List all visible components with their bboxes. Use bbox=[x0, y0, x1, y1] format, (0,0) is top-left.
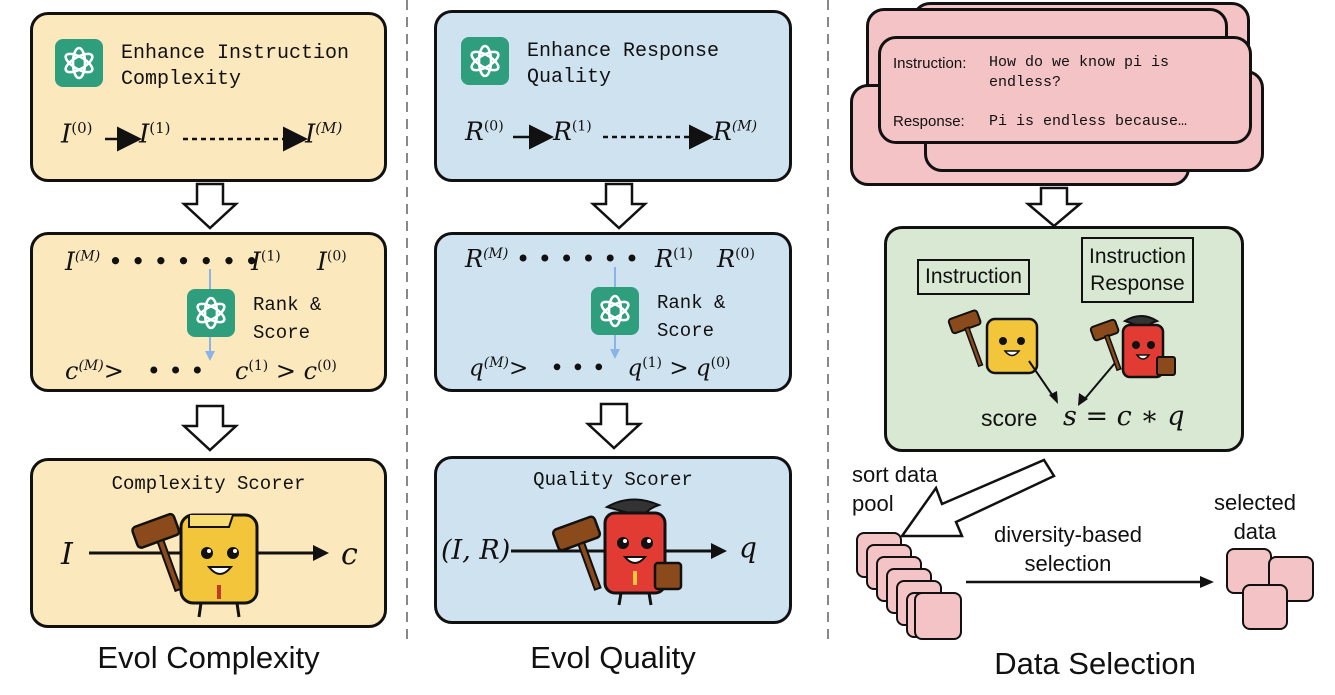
complexity-rank-seq-1: I(1) bbox=[251, 247, 281, 276]
quality-chain-M: R(M) bbox=[713, 117, 758, 146]
quality-scorer-input: (I, R) bbox=[441, 535, 511, 566]
quality-rank-seq-1: R(1) bbox=[655, 245, 693, 273]
quality-rank-seq-M: R(M) • • • • • • bbox=[465, 245, 640, 273]
complexity-caption: Evol Complexity bbox=[97, 640, 320, 675]
score-formula: s = c ∗ q bbox=[1063, 401, 1185, 432]
score-word: score bbox=[981, 405, 1038, 431]
complexity-scorer-title: Complexity Scorer bbox=[111, 473, 306, 495]
yellow-judge-icon bbox=[131, 512, 259, 618]
judge-score-arrows bbox=[1028, 360, 1116, 406]
selected-data-label: selected data bbox=[1214, 490, 1296, 544]
quality-rank-box: R(M) • • • • • • R(1) R(0) Rank & Score … bbox=[434, 232, 792, 392]
diversity-selection-label: diversity-based selection bbox=[994, 522, 1142, 576]
scoring-box: Instruction Instruction Response score s… bbox=[884, 226, 1244, 452]
instruction-key: Instruction: bbox=[893, 55, 967, 72]
quality-down-arrow-1 bbox=[589, 182, 649, 230]
complexity-chain-1: I(1) bbox=[139, 119, 171, 150]
sort-arrow bbox=[899, 458, 1056, 538]
quality-score-seq: q(M)> • • • q(1) > q(0) bbox=[469, 355, 731, 382]
yellow-judge-icon bbox=[947, 309, 1039, 375]
openai-icon bbox=[591, 287, 639, 335]
sort-data-pool-label: sort data pool bbox=[852, 462, 938, 516]
complexity-scorer-input: I bbox=[61, 537, 73, 572]
complexity-chain-M: I(M) bbox=[305, 119, 343, 150]
complexity-scorer-output: c bbox=[341, 537, 358, 572]
complexity-scorer-box: Complexity Scorer I c bbox=[30, 458, 387, 628]
data-card-front: Instruction: How do we know pi is endles… bbox=[878, 36, 1252, 144]
response-value: Pi is endless because… bbox=[989, 113, 1188, 130]
complexity-rank-box: I(M) • • • • • • • I(1) I(0) Rank & Scor… bbox=[30, 232, 387, 392]
data-square bbox=[1242, 584, 1288, 630]
quality-caption: Evol Quality bbox=[530, 640, 696, 675]
complexity-down-arrow-1 bbox=[180, 182, 240, 230]
quality-scorer-box: Quality Scorer (I, R) q bbox=[434, 456, 792, 624]
complexity-score-seq: c(M)> • • • c(1) > c(0) bbox=[65, 357, 337, 385]
instruction-value: How do we know pi is endless? bbox=[989, 54, 1170, 91]
selection-down-arrow bbox=[1024, 186, 1084, 228]
quality-down-arrow-2 bbox=[584, 402, 644, 450]
judge-instruction-response-label: Instruction Response bbox=[1081, 237, 1194, 303]
quality-chain-arrows bbox=[513, 124, 714, 150]
complexity-rank-seq-0: I(0) bbox=[317, 247, 347, 276]
data-square bbox=[914, 592, 962, 640]
selection-caption: Data Selection bbox=[994, 646, 1196, 681]
openai-icon bbox=[187, 289, 235, 337]
quality-chain-0: R(0) bbox=[465, 117, 504, 146]
complexity-rank-label: Rank & Score bbox=[253, 294, 322, 344]
quality-generate-box: Enhance Response Quality R(0) R(1) R(M) bbox=[434, 10, 792, 182]
diversity-arrow bbox=[966, 576, 1214, 588]
quality-scorer-title: Quality Scorer bbox=[533, 469, 693, 491]
complexity-generate-title: Enhance Instruction Complexity bbox=[121, 42, 350, 91]
quality-chain-1: R(1) bbox=[553, 117, 592, 146]
complexity-chain-arrows bbox=[105, 126, 308, 152]
quality-scorer-output: q bbox=[739, 531, 757, 564]
judge-instruction-label: Instruction bbox=[917, 259, 1030, 295]
openai-icon bbox=[55, 39, 103, 87]
quality-rank-seq-0: R(0) bbox=[717, 245, 755, 273]
complexity-rank-seq-M: I(M) • • • • • • • bbox=[65, 247, 260, 276]
complexity-chain-0: I(0) bbox=[61, 119, 93, 150]
complexity-generate-box: Enhance Instruction Complexity I(0) I(1)… bbox=[30, 12, 387, 182]
red-judge-icon bbox=[1089, 315, 1176, 379]
quality-generate-title: Enhance Response Quality bbox=[527, 40, 720, 89]
quality-rank-label: Rank & Score bbox=[657, 292, 726, 342]
openai-icon bbox=[461, 37, 509, 85]
red-judge-icon bbox=[551, 498, 683, 606]
complexity-down-arrow-2 bbox=[180, 404, 240, 452]
response-key: Response: bbox=[893, 113, 965, 130]
